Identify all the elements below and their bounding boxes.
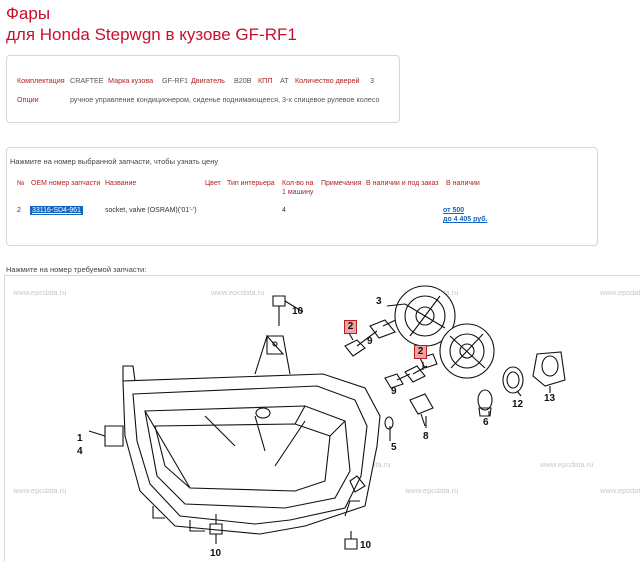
callout-5[interactable]: 5 (391, 442, 397, 453)
col-header-qty-line2: 1 машину (282, 189, 314, 196)
col-header-name: Название (105, 180, 137, 187)
callout-2-highlighted[interactable]: 2 (344, 320, 357, 334)
callout-8[interactable]: 8 (423, 431, 429, 442)
spec-value-kpp: AT (280, 76, 289, 85)
vehicle-spec-box (6, 55, 400, 123)
row-qty: 4 (282, 207, 286, 214)
col-header-order: В наличии и под заказ (366, 180, 439, 187)
callout-10-top[interactable]: 10 (292, 306, 304, 317)
callout-12[interactable]: 12 (512, 399, 524, 410)
row-part-name: socket, valve (OSRAM)('01'-') (105, 207, 197, 214)
headlight-exploded-drawing (88, 285, 566, 550)
col-header-color: Цвет (205, 180, 221, 187)
callout-13[interactable]: 13 (544, 393, 556, 404)
spec-label-dvigatel: Двигатель (191, 76, 225, 85)
page-subtitle: для Honda Stepwgn в кузове GF-RF1 (6, 25, 297, 44)
col-header-qty-line1: Кол-во на (282, 180, 314, 187)
callout-10-bottom-right[interactable]: 10 (360, 540, 372, 551)
watermark: www.epcdata.ru (211, 288, 265, 297)
watermark: www.epcdata.ru (600, 288, 640, 297)
spec-value-dvigatel: B20B (234, 76, 252, 85)
row-number: 2 (17, 207, 21, 214)
spec-label-opcii: Опции (17, 95, 39, 104)
spec-value-marka: GF-RF1 (162, 76, 188, 85)
callout-2-highlighted[interactable]: 2 (414, 345, 427, 359)
watermark: www.epcdata.ru (540, 460, 594, 469)
col-header-oem: OEM номер запчасти (31, 180, 101, 187)
oem-part-link[interactable]: 33116-SD4-961 (30, 206, 83, 215)
callout-6[interactable]: 6 (483, 417, 489, 428)
callout-4[interactable]: 4 (77, 446, 83, 457)
watermark: www.epcdata.ru (600, 486, 640, 495)
parts-table-box (6, 147, 598, 246)
callout-1[interactable]: 1 (77, 433, 83, 444)
watermark: www.epcdata.ru (13, 486, 67, 495)
parts-diagram: www.epcdata.ru www.epcdata.ru www.epcdat… (4, 275, 640, 561)
price-to-link[interactable]: до 4 405 руб. (443, 216, 488, 223)
spec-value-opcii: ручное управление кондиционером, сиденье… (70, 95, 380, 104)
parts-table-hint: Нажмите на номер выбранной запчасти, что… (10, 157, 219, 166)
spec-value-komplektatsiya: CRAFTEE (70, 76, 104, 85)
diagram-prompt: Нажмите на номер требуемой запчасти: (6, 265, 147, 274)
spec-label-komplektatsiya: Комплектация (17, 76, 65, 85)
spec-label-kpp: КПП (258, 76, 273, 85)
callout-10-bottom[interactable]: 10 (210, 548, 222, 559)
col-header-no: № (17, 180, 25, 187)
col-header-notes: Примечания (321, 180, 362, 187)
spec-value-dveri: 3 (370, 76, 374, 85)
callout-9[interactable]: 9 (391, 386, 397, 397)
callout-3[interactable]: 3 (376, 296, 382, 307)
page-title: Фары (6, 4, 51, 23)
watermark: www.epcdata.ru (405, 486, 459, 495)
price-from-link[interactable]: от 500 (443, 207, 465, 214)
watermark: www.epcdata.ru (13, 288, 67, 297)
spec-label-marka: Марка кузова (108, 76, 154, 85)
callout-9[interactable]: 9 (367, 336, 373, 347)
col-header-stock: В наличии (446, 180, 480, 187)
col-header-interior: Тип интерьера (227, 180, 275, 187)
spec-label-dveri: Количество дверей (295, 76, 360, 85)
